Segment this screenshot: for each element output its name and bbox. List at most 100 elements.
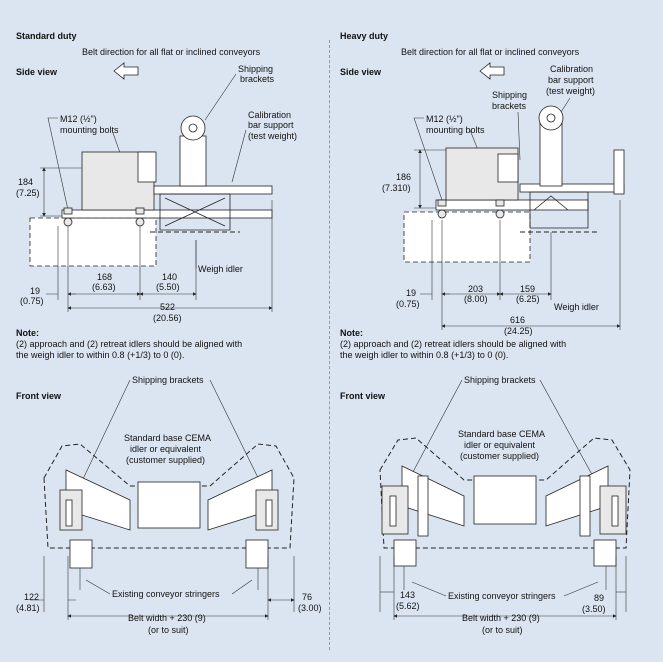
side-view-heading: Side view <box>340 67 382 77</box>
leader-line <box>204 73 237 121</box>
load-cell-cap <box>497 153 519 183</box>
bracket-slot <box>265 499 273 527</box>
conveyor-stringer <box>29 217 157 267</box>
dim-right-inch: (3.00) <box>298 603 322 613</box>
mounting-bolt <box>135 217 145 227</box>
dim-ext-line <box>414 149 446 209</box>
front-shipping-label: Shipping brackets <box>132 375 204 385</box>
dim-b-inch: (5.50) <box>156 282 180 292</box>
belt-direction-label: Belt direction for all flat or inclined … <box>401 47 580 57</box>
bolt-head <box>437 199 447 207</box>
stringer-left <box>393 539 417 567</box>
note-line-1: (2) approach and (2) retreat idlers shou… <box>340 339 566 349</box>
dim-a: 203 <box>468 284 483 294</box>
calibration-bar <box>153 185 273 195</box>
belt-width-label: Belt width + 230 (9) <box>128 613 206 623</box>
leader-line <box>411 581 599 597</box>
mounting-plate <box>61 209 273 219</box>
roll-axle <box>188 123 198 133</box>
cema-idler-outline <box>43 443 295 549</box>
weigh-idler-label: Weigh idler <box>554 302 599 312</box>
heavy-duty-section: Heavy duty Belt direction for all flat o… <box>340 31 631 635</box>
weigh-idler-label: Weigh idler <box>198 264 243 274</box>
weigh-idler-frame <box>159 193 231 231</box>
shipping-brackets-label-2: brackets <box>492 101 527 111</box>
stringer-leg <box>403 566 607 590</box>
belt-direction-label: Belt direction for all flat or inclined … <box>82 47 261 57</box>
load-cell-cap <box>137 151 157 183</box>
bolt-head <box>63 207 73 215</box>
mounting-bolt <box>437 209 447 219</box>
weigh-idler-frame <box>529 191 589 229</box>
to-suit-label: (or to suit) <box>482 625 523 635</box>
to-suit-label: (or to suit) <box>148 625 189 635</box>
standard-duty-heading: Standard duty <box>16 31 77 41</box>
bracket-slot <box>65 499 73 527</box>
stringer-right <box>593 539 617 567</box>
dim-c: 19 <box>30 286 40 296</box>
shipping-brackets-label: Shipping <box>492 90 527 100</box>
mounting-plate <box>435 199 589 211</box>
dim-right-inch: (3.50) <box>582 604 606 614</box>
calibration-label-2: bar support <box>248 120 294 130</box>
dim-total: 522 <box>160 302 175 312</box>
dim-right: 76 <box>302 592 312 602</box>
mounting-bolts-label-2: mounting bolts <box>60 125 119 135</box>
stringer-leg <box>79 568 259 590</box>
stringers-label: Existing conveyor stringers <box>448 591 556 601</box>
wing-roll-left <box>401 465 465 527</box>
dim-a: 168 <box>97 272 112 282</box>
dim-ext-line <box>431 200 621 330</box>
dim-height-inch: (7.25) <box>16 188 40 198</box>
belt-direction-arrow-icon <box>113 62 139 80</box>
dim-total-inch: (24.25) <box>504 326 533 336</box>
belt-width-label: Belt width + 230 (9) <box>462 613 540 623</box>
belt-direction-arrow-icon <box>479 62 505 80</box>
dim-c-inch: (0.75) <box>396 299 420 309</box>
calibration-label: Calibration <box>248 110 291 120</box>
note-line-2: the weigh idler to within 0.8 (+1/3) to … <box>340 350 508 360</box>
dim-a-inch: (6.63) <box>92 282 116 292</box>
support-post-right <box>579 475 591 537</box>
calibration-label-3: (test weight) <box>248 131 297 141</box>
dim-a-inch: (8.00) <box>464 294 488 304</box>
side-view-heading: Side view <box>16 67 58 77</box>
calibration-bar <box>519 183 625 193</box>
front-view-heading: Front view <box>16 391 62 401</box>
dim-right: 89 <box>594 593 604 603</box>
dim-ext-line <box>43 556 295 620</box>
leader-line <box>85 579 253 595</box>
conveyor-stringer <box>403 211 531 263</box>
calibration-post <box>613 149 625 195</box>
center-roll <box>137 481 201 529</box>
stringer-right <box>245 539 269 569</box>
support-post-left <box>417 475 429 537</box>
note-line-1: (2) approach and (2) retreat idlers shou… <box>16 339 242 349</box>
mounting-bolt <box>63 217 73 227</box>
cema-label: Standard base CEMA <box>124 433 211 443</box>
calibration-label: Calibration <box>550 64 593 74</box>
dim-height-inch: (7.310) <box>382 183 411 193</box>
leader-line <box>47 117 69 211</box>
dim-ext-line <box>379 556 627 620</box>
dim-b: 159 <box>520 284 535 294</box>
mounting-bolts-label: M12 (½") <box>426 114 463 124</box>
calibration-label-3: (test weight) <box>546 86 595 96</box>
bracket-slot <box>611 495 619 527</box>
front-shipping-label: Shipping brackets <box>464 375 536 385</box>
cema-label-3: (customer supplied) <box>126 455 205 465</box>
mounting-bolt <box>495 209 505 219</box>
dim-c: 19 <box>406 288 416 298</box>
calibration-label-2: bar support <box>548 75 594 85</box>
roll-axle <box>546 113 556 123</box>
mounting-bolts-label: M12 (½") <box>60 114 97 124</box>
shipping-bracket <box>179 135 207 187</box>
dim-total: 616 <box>510 315 525 325</box>
note-line-2: the weigh idler to within 0.8 (+1/3) to … <box>16 350 184 360</box>
wing-roll-right <box>545 465 609 527</box>
bolt-head <box>135 207 145 215</box>
dim-left-inch: (4.81) <box>16 603 40 613</box>
dim-ext-line <box>40 167 82 217</box>
